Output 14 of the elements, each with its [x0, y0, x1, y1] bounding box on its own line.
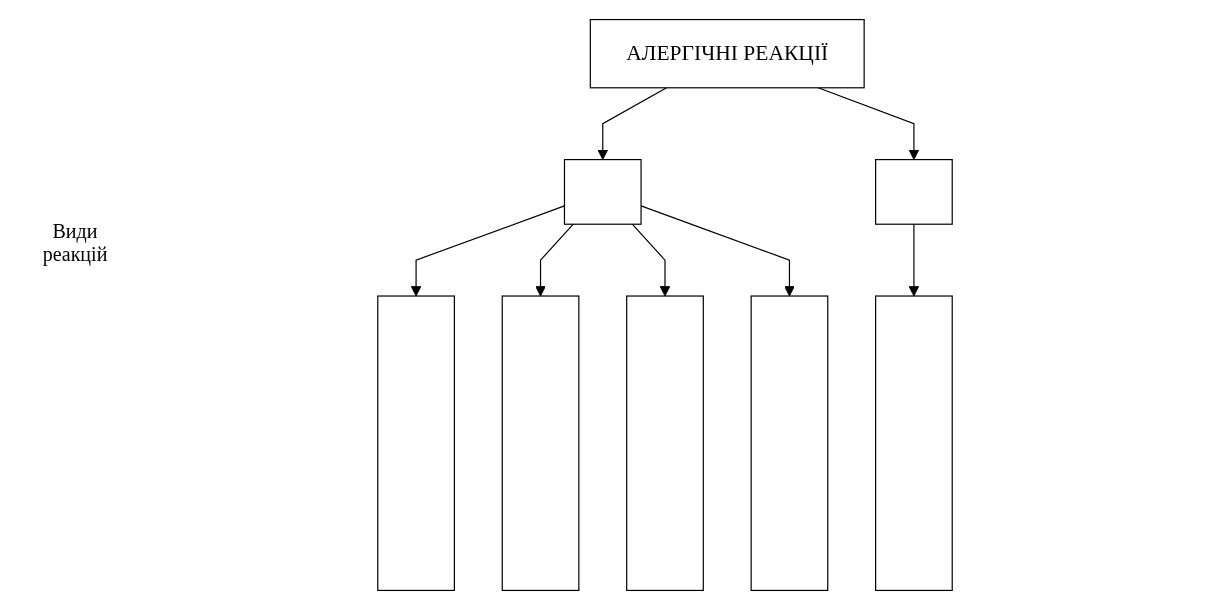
arrow: [631, 223, 671, 297]
side-label: Види реакцій: [41, 220, 109, 266]
node-box: [875, 159, 953, 225]
node-bar: [875, 295, 953, 592]
arrow: [597, 87, 668, 161]
node-bar: [501, 295, 580, 592]
arrow: [535, 223, 574, 297]
node-box: АЛЕРГІЧНІ РЕАКЦІЇ: [589, 18, 865, 89]
node-bar: [377, 295, 455, 592]
node-bar: [750, 295, 829, 592]
arrow: [908, 223, 920, 297]
node-bar: [626, 295, 704, 592]
arrow: [817, 87, 920, 161]
node-box: [563, 159, 642, 225]
